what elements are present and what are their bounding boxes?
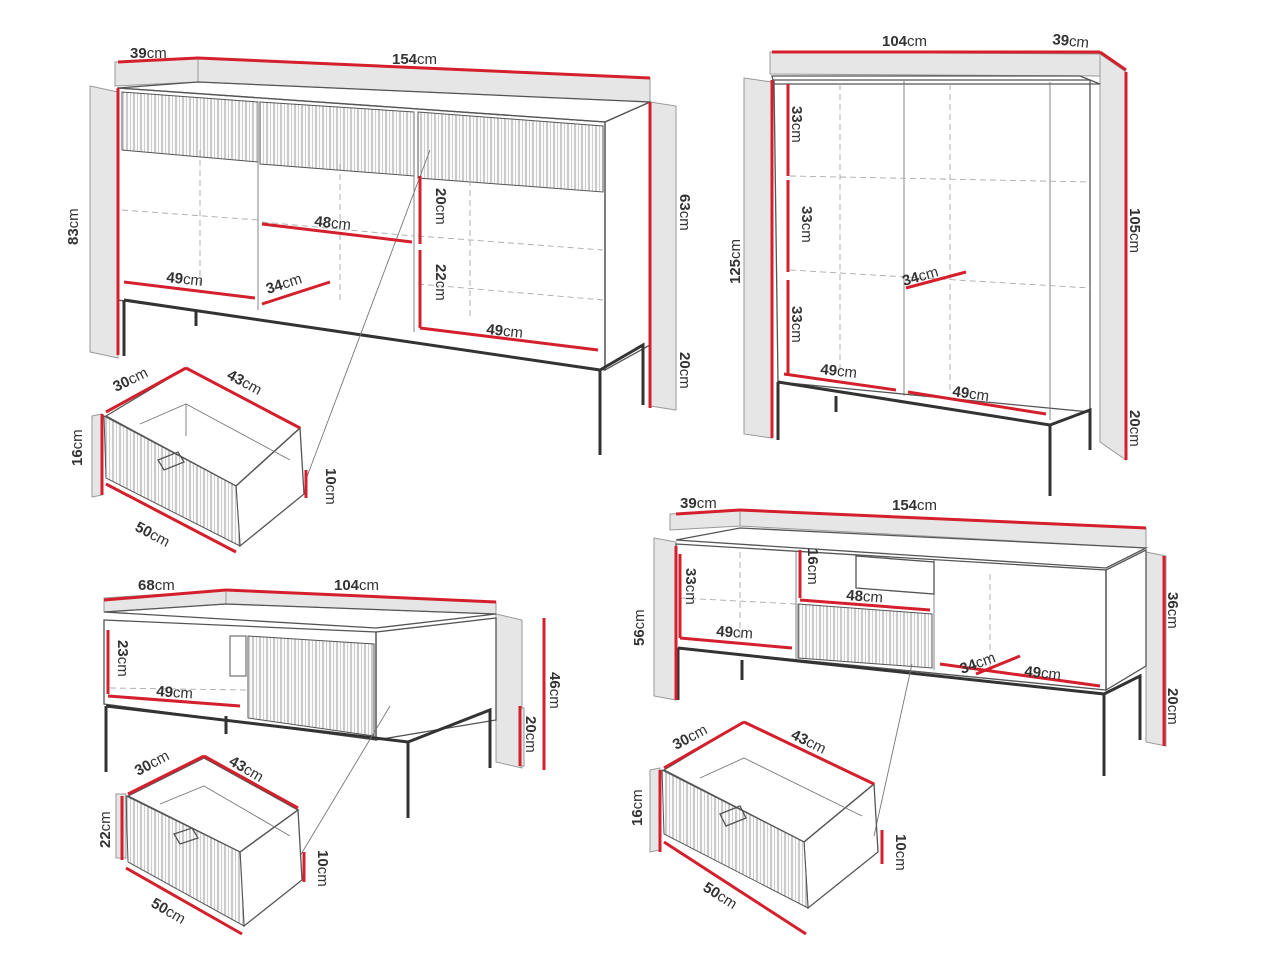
sideboard-comp-right-label: 49cm [486, 321, 524, 342]
tv-body-height-label: 36cm [1164, 592, 1181, 629]
cabinet-comp-right-label: 49cm [951, 383, 990, 405]
sideboard-shelf-depth-label: 34cm [264, 270, 304, 298]
sideboard-labels: 39cm 154cm 83cm 63cm 20cm 48cm 49cm 34cm… [65, 45, 693, 389]
tv-right-w-label: 49cm [1024, 663, 1062, 684]
coffee-table [103, 588, 546, 857]
cabinet-width-label: 104cm [882, 33, 927, 50]
sideboard-comp-h-label: 22cm [432, 264, 449, 301]
sideboard-leg-height-label: 20cm [676, 352, 693, 389]
tv-niche-h-label: 16cm [804, 548, 821, 585]
tv-drawer-w-label: 48cm [846, 587, 884, 607]
cabinet-shelf-depth-label: 34cm [900, 263, 940, 289]
tv-drawer-depth-label: 30cm [670, 721, 710, 753]
sideboard-height-label: 83cm [65, 208, 82, 245]
cabinet-total-height-label: 125cm [727, 239, 744, 284]
tv-drawer-inner-h-label: 10cm [892, 834, 909, 871]
sideboard-drawer [91, 366, 308, 554]
sideboard-depth-label: 39cm [130, 45, 167, 62]
table-depth-label: 68cm [138, 577, 175, 594]
sideboard-width-label: 154cm [392, 51, 437, 68]
sideboard-drawer-h-label: 20cm [432, 188, 449, 225]
table-open-h-label: 23cm [114, 640, 131, 677]
cabinet-depth-label: 39cm [1052, 31, 1090, 52]
table-width-label: 104cm [334, 577, 379, 594]
cabinet-body-height-label: 105cm [1126, 208, 1143, 253]
cabinet [743, 50, 1128, 496]
sideboard-comp-left-label: 49cm [166, 269, 204, 290]
ct-drawer-front-h-label: 22cm [97, 811, 114, 848]
tv-drawer-length-label: 50cm [700, 879, 740, 913]
cabinet-shelf-h3-label: 33cm [788, 306, 805, 343]
coffee-drawer [115, 754, 306, 936]
sb-drawer-length-label: 50cm [132, 519, 172, 551]
sideboard-drawer-labels: 30cm 43cm 16cm 10cm 50cm [69, 364, 339, 551]
cabinet-labels: 104cm 39cm 125cm 105cm 20cm 33cm 33cm 33… [727, 31, 1143, 447]
table-leg-height-label: 20cm [522, 716, 539, 753]
sideboard-body-height-label: 63cm [676, 194, 693, 231]
coffee-table-labels: 68cm 104cm 46cm 20cm 23cm 49cm [114, 577, 563, 753]
tv-open-h-label: 33cm [682, 568, 699, 605]
ct-drawer-inner-h-label: 10cm [314, 850, 331, 887]
tv-height-label: 56cm [631, 609, 648, 646]
tv-leg-height-label: 20cm [1164, 688, 1181, 725]
tv-drawer-front-h-label: 16cm [629, 789, 646, 826]
cabinet-shelf-h2-label: 33cm [798, 206, 815, 243]
sb-drawer-width-label: 43cm [224, 367, 264, 399]
tv-depth-label: 39cm [680, 495, 717, 512]
cabinet-shelf-h1-label: 33cm [788, 106, 805, 143]
cabinet-comp-left-label: 49cm [820, 361, 858, 382]
tv-width-label: 154cm [892, 497, 937, 514]
tv-open-w-label: 49cm [716, 623, 754, 643]
sideboard-shelf-width-label: 48cm [314, 213, 352, 234]
sb-drawer-inner-h-label: 10cm [322, 468, 339, 505]
tv-stand [653, 508, 1167, 837]
tv-shelf-depth-label: 34cm [958, 649, 998, 678]
table-open-w-label: 49cm [156, 683, 194, 703]
tv-stand-labels: 39cm 154cm 56cm 36cm 20cm 33cm 49cm 16cm… [631, 495, 1181, 725]
cabinet-leg-height-label: 20cm [1126, 410, 1143, 447]
table-height-label: 46cm [546, 672, 563, 709]
sideboard [89, 56, 677, 483]
sb-drawer-front-h-label: 16cm [69, 429, 86, 466]
tv-drawer [649, 720, 884, 936]
